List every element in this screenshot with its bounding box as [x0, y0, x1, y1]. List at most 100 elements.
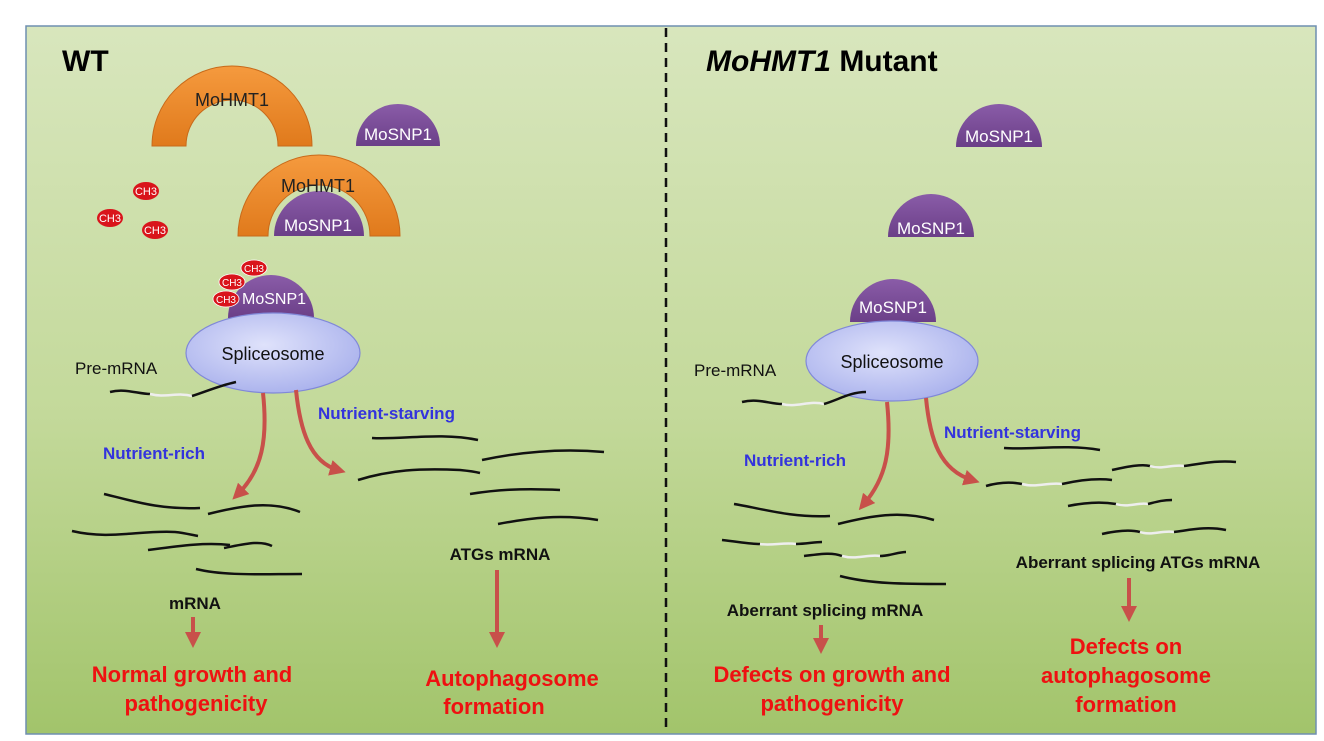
- mrna-strand: [371, 435, 479, 442]
- outcome-defects-autophagosome-line3: formation: [1075, 692, 1176, 717]
- mosnp1-in-complex: [274, 191, 364, 236]
- mrna-strand: [879, 550, 907, 558]
- mrna-strand: [481, 449, 605, 462]
- mrna-strand: [1067, 501, 1117, 508]
- mrna-strand: [1003, 446, 1101, 452]
- mrna-strand: [1111, 463, 1151, 472]
- outcome-normal-growth-line1: Normal growth and: [92, 662, 292, 687]
- mrna-strand: [1183, 460, 1237, 468]
- mrna-strands-rich-wt: [71, 492, 303, 576]
- pre-mrna-strand-mutant: [823, 390, 867, 406]
- methyl-label: CH3: [135, 186, 157, 198]
- outcome-defects-autophagosome-line1: Defects on: [1070, 634, 1182, 659]
- mosnp1-label-mutant-top: MoSNP1: [965, 127, 1033, 146]
- spliceosome-label-wt: Spliceosome: [221, 344, 324, 364]
- pre-mrna-label-wt: Pre-mRNA: [75, 359, 158, 378]
- arrow-nutrient-starving-mutant: [924, 397, 980, 486]
- mutant-title-gene: MoHMT1: [706, 45, 831, 78]
- mrna-strand: [103, 492, 201, 510]
- mrna-strand: [721, 538, 761, 546]
- arrow-nutrient-starving-wt: [294, 389, 346, 476]
- mrna-strand: [71, 529, 199, 538]
- outcome-defects-autophagosome-line2: autophagosome: [1041, 663, 1211, 688]
- mosnp1-free-mutant-top: [956, 104, 1042, 147]
- mrna-strand: [497, 515, 599, 526]
- mrna-strand: [733, 502, 831, 518]
- mrna-strand: [1061, 477, 1113, 486]
- intron-segment: [1149, 464, 1185, 469]
- mrna-strand: [195, 567, 303, 576]
- methyl-label: CH3: [99, 213, 121, 225]
- mosnp1-free-mutant-middle: [888, 194, 974, 237]
- mosnp1-label-bound-wt: MoSNP1: [242, 291, 306, 308]
- mosnp1-bound-wt: [228, 275, 314, 318]
- outcome-defects-growth-line1: Defects on growth and: [713, 662, 950, 687]
- mrna-strand: [357, 468, 481, 482]
- mrna-strand: [207, 503, 301, 516]
- mosnp1-free-wt: [356, 104, 440, 146]
- aberrant-atg-strands: [985, 446, 1237, 536]
- pre-mrna-strand-mutant: [741, 399, 783, 406]
- outcome-normal-growth-line2: pathogenicity: [124, 691, 268, 716]
- atg-mrna-strands-wt: [357, 435, 605, 526]
- methyl-label: CH3: [216, 295, 236, 306]
- methyl-group: [212, 290, 240, 308]
- product-mrna-wt: mRNA: [169, 594, 221, 613]
- mosnp1-label-mutant-middle: MoSNP1: [897, 219, 965, 238]
- methyl-groups-free: CH3 CH3 CH3: [97, 182, 168, 239]
- product-aberrant-mrna: Aberrant splicing mRNA: [727, 601, 923, 620]
- mrna-strand: [1101, 529, 1141, 536]
- mohmt1-enzyme-complex: [237, 154, 401, 237]
- condition-nutrient-starving-wt: Nutrient-starving: [318, 404, 455, 423]
- intron-segment: [1021, 482, 1063, 487]
- intron-segment: [149, 392, 193, 398]
- pre-mrna-strand-wt: [191, 380, 237, 398]
- spliceosome-wt: [185, 312, 361, 394]
- mrna-strand: [223, 541, 273, 550]
- methyl-group: [240, 259, 268, 277]
- methyl-label: CH3: [144, 225, 166, 237]
- mrna-strand: [469, 487, 561, 496]
- pre-mrna-label-mutant: Pre-mRNA: [694, 361, 777, 380]
- aberrant-mrna-strands-rich: [721, 502, 947, 586]
- methyl-group: [133, 182, 159, 200]
- methyl-groups-bound: CH3 CH3 CH3: [212, 259, 268, 308]
- intron-segment: [781, 401, 825, 407]
- spliceosome-label-mutant: Spliceosome: [840, 352, 943, 372]
- mohmt1-label-free: MoHMT1: [195, 90, 269, 110]
- methyl-group: [142, 221, 168, 239]
- mohmt1-label-complex: MoHMT1: [281, 176, 355, 196]
- condition-nutrient-rich-wt: Nutrient-rich: [103, 444, 205, 463]
- intron-segment: [1115, 502, 1149, 507]
- mrna-strand: [803, 552, 843, 558]
- mrna-strand: [1147, 498, 1173, 506]
- intron-segment: [759, 542, 797, 546]
- mosnp1-label-complex: MoSNP1: [284, 216, 352, 235]
- mosnp1-bound-mutant: [850, 279, 936, 322]
- outcome-defects-growth-line2: pathogenicity: [760, 691, 904, 716]
- mutant-title-suffix: Mutant: [831, 45, 938, 78]
- outcome-autophagosome-line1: Autophagosome: [425, 666, 599, 691]
- mohmt1-enzyme-free: [151, 65, 313, 147]
- spliceosome-mutant: [805, 320, 979, 402]
- product-atg-mrna-wt: ATGs mRNA: [450, 545, 551, 564]
- mrna-strand: [837, 513, 935, 526]
- mrna-strand: [985, 481, 1023, 488]
- methyl-label: CH3: [244, 264, 264, 275]
- methyl-group: [218, 273, 246, 291]
- mrna-strand: [795, 540, 823, 546]
- intron-segment: [1139, 530, 1175, 535]
- product-aberrant-atg-mrna: Aberrant splicing ATGs mRNA: [1016, 553, 1261, 572]
- wt-title: WT: [62, 45, 109, 78]
- methyl-group: [97, 209, 123, 227]
- methyl-label: CH3: [222, 278, 242, 289]
- mutant-title: MoHMT1 Mutant: [706, 45, 938, 78]
- mrna-strand: [839, 574, 947, 586]
- mosnp1-label-bound-mutant: MoSNP1: [859, 298, 927, 317]
- condition-nutrient-starving-mutant: Nutrient-starving: [944, 423, 1081, 442]
- arrow-nutrient-rich-mutant: [858, 401, 891, 511]
- mosnp1-label-free-wt: MoSNP1: [364, 125, 432, 144]
- intron-segment: [841, 554, 881, 559]
- arrow-nutrient-rich-wt: [232, 392, 267, 500]
